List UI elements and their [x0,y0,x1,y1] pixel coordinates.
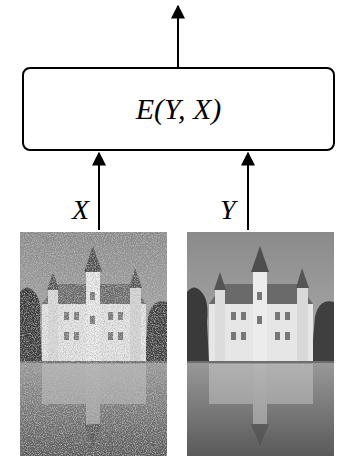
energy-function: E(Y, X) [136,92,222,126]
energy-box: E(Y, X) [22,67,335,151]
input-arrow [98,153,100,230]
clean-photo [187,232,334,456]
input-arrow [247,153,249,230]
input-label: Y [220,196,236,224]
input-label: X [72,196,89,224]
noisy-photo [20,232,167,456]
output-arrow [177,6,179,67]
